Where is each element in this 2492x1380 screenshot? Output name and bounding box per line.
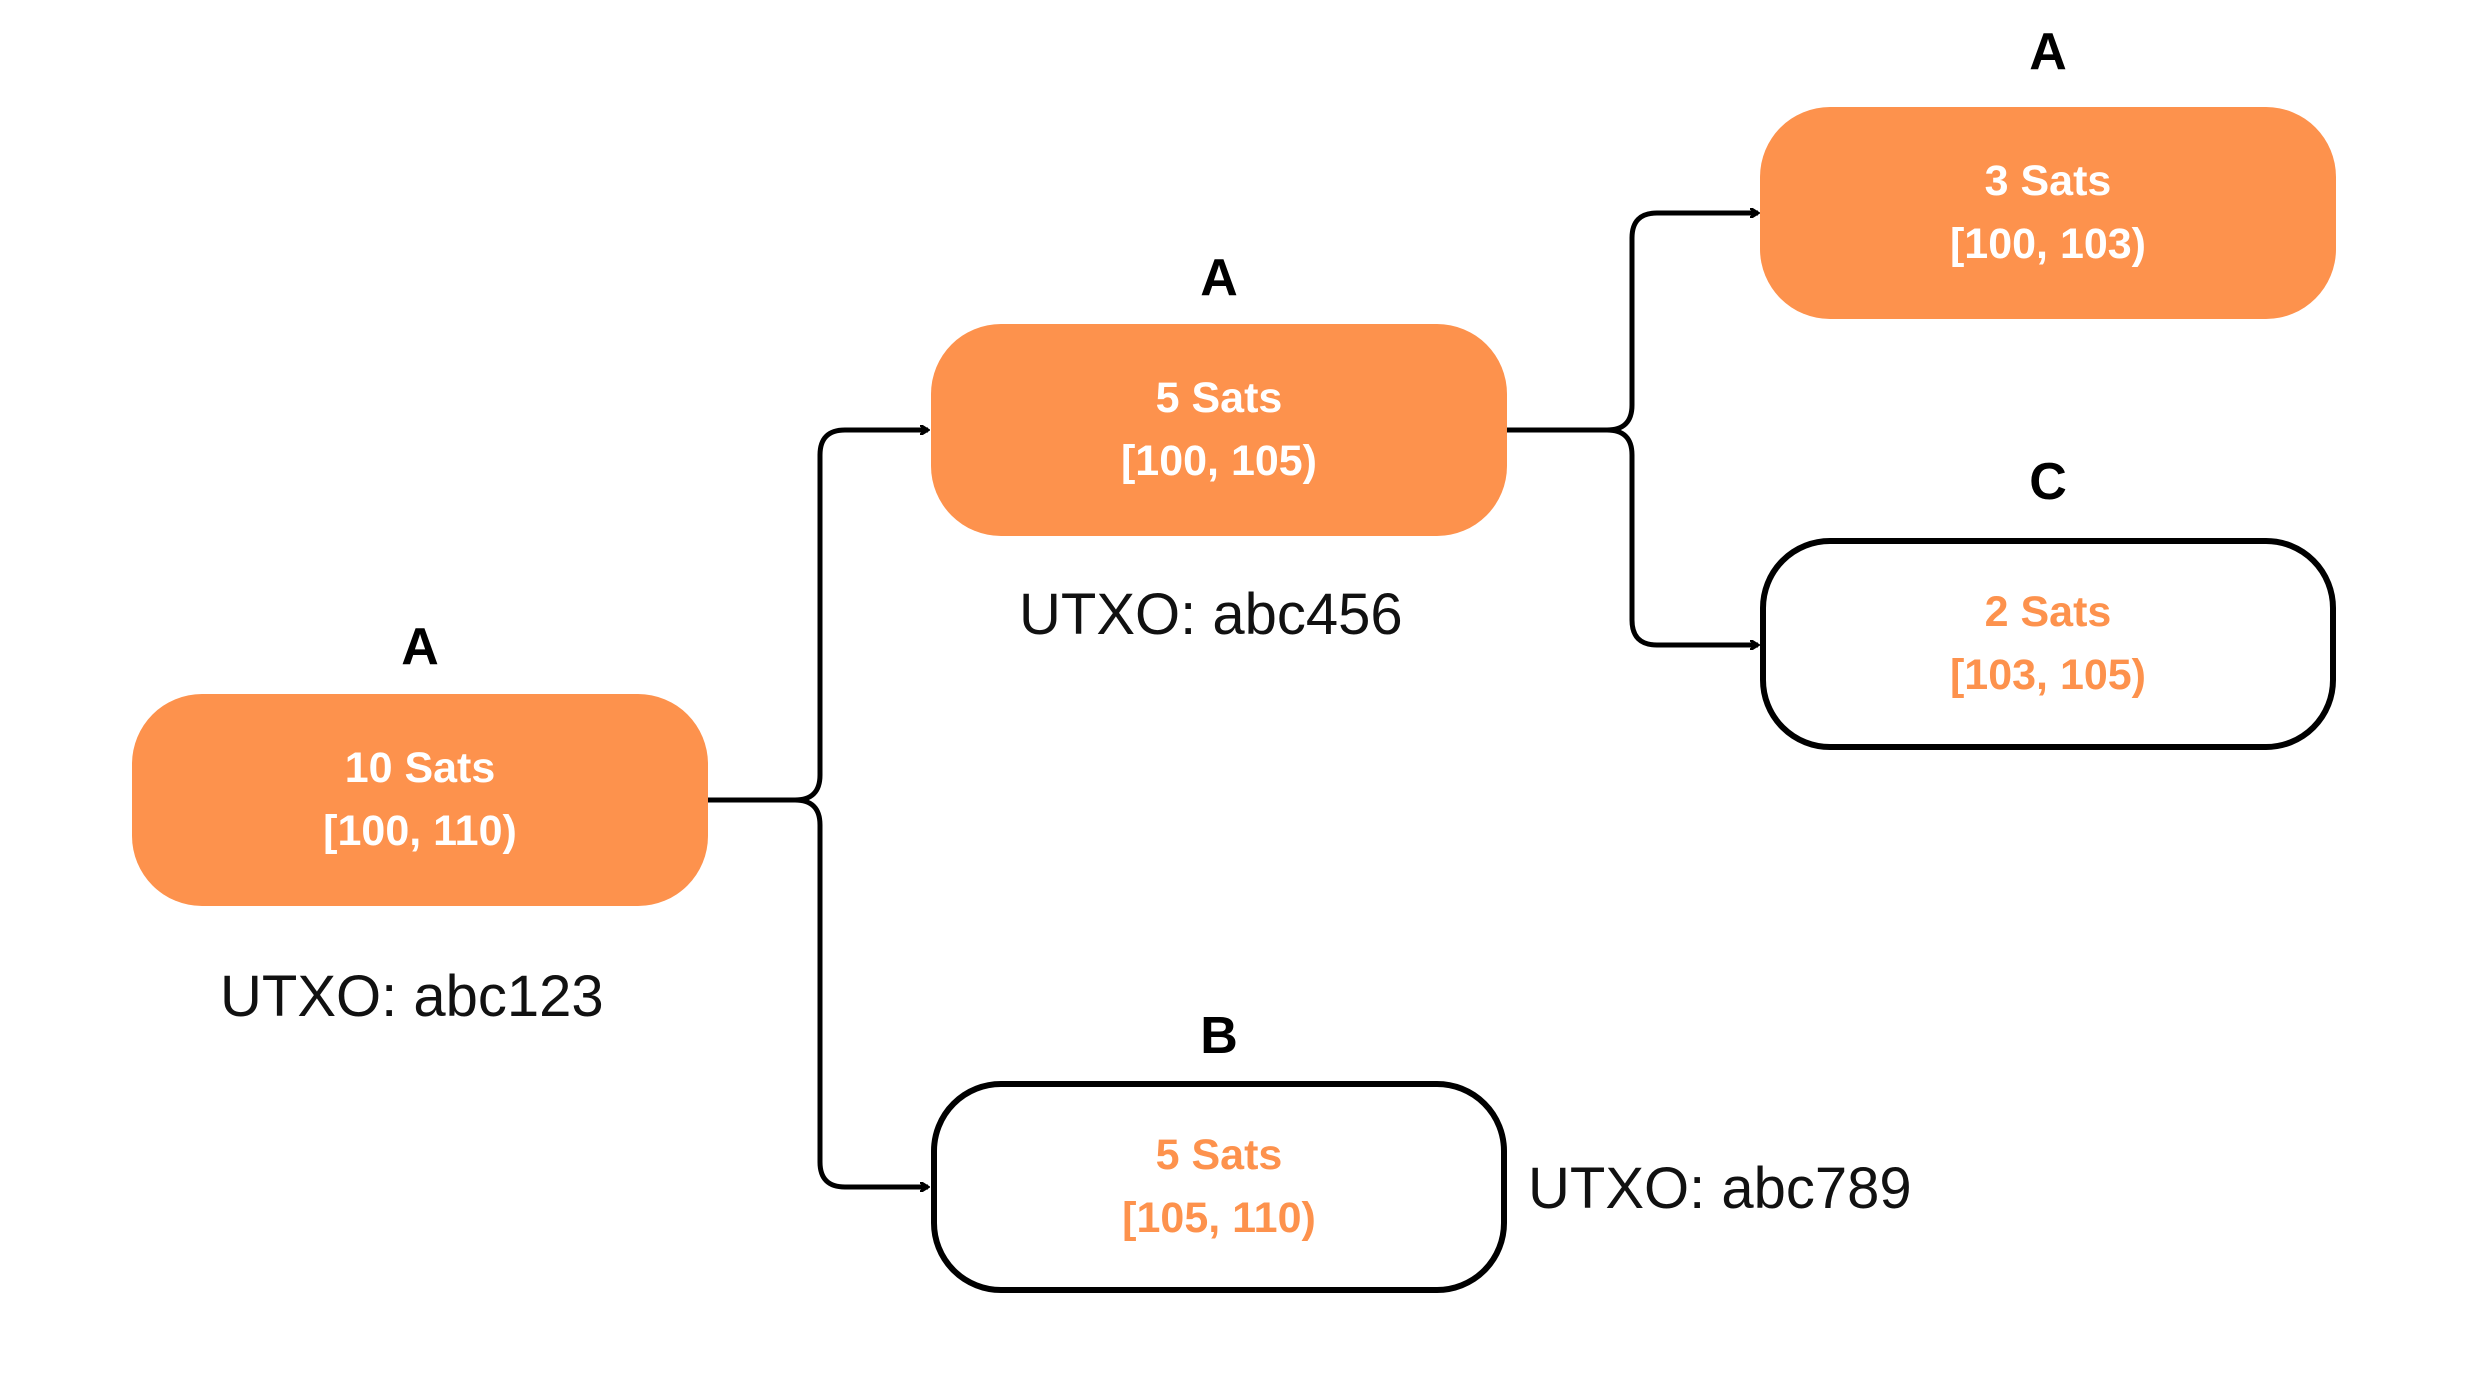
- utxo-node-root[interactable]: 10 Sats [100, 110): [132, 694, 708, 906]
- owner-label-right-c: C: [2029, 453, 2067, 511]
- sats-amount: 2 Sats: [1984, 588, 2112, 636]
- sat-range: [100, 103): [1949, 220, 2147, 268]
- sats-amount: 3 Sats: [1984, 157, 2112, 205]
- sats-amount: 5 Sats: [1155, 374, 1283, 422]
- owner-label-root: A: [401, 618, 439, 676]
- sat-range: [100, 105): [1120, 437, 1318, 485]
- utxo-id-low-b: UTXO: abc789: [1528, 1156, 1912, 1221]
- utxo-node-top-a[interactable]: 3 Sats [100, 103): [1760, 107, 2336, 319]
- sats-amount: 10 Sats: [344, 744, 496, 792]
- sat-range: [100, 110): [323, 807, 517, 855]
- sats-amount: 5 Sats: [1155, 1131, 1283, 1179]
- edge-root-to-low-b: [794, 797, 928, 1187]
- sat-range: [103, 105): [1949, 651, 2147, 699]
- sat-range: [105, 110): [1122, 1194, 1316, 1242]
- utxo-node-mid-a[interactable]: 5 Sats [100, 105): [931, 324, 1507, 536]
- utxo-node-right-c[interactable]: 2 Sats [103, 105): [1760, 538, 2336, 750]
- owner-label-top-a: A: [2029, 23, 2067, 81]
- utxo-id-mid-a: UTXO: abc456: [1019, 582, 1403, 647]
- edge-root-to-mid-a: [708, 430, 928, 803]
- owner-label-mid-a: A: [1200, 249, 1238, 307]
- edge-mid-a-to-top-a: [1506, 213, 1758, 433]
- utxo-id-root: UTXO: abc123: [220, 964, 604, 1029]
- edge-mid-a-to-right-c: [1606, 427, 1758, 645]
- utxo-node-low-b[interactable]: 5 Sats [105, 110): [931, 1081, 1507, 1293]
- owner-label-low-b: B: [1200, 1007, 1238, 1065]
